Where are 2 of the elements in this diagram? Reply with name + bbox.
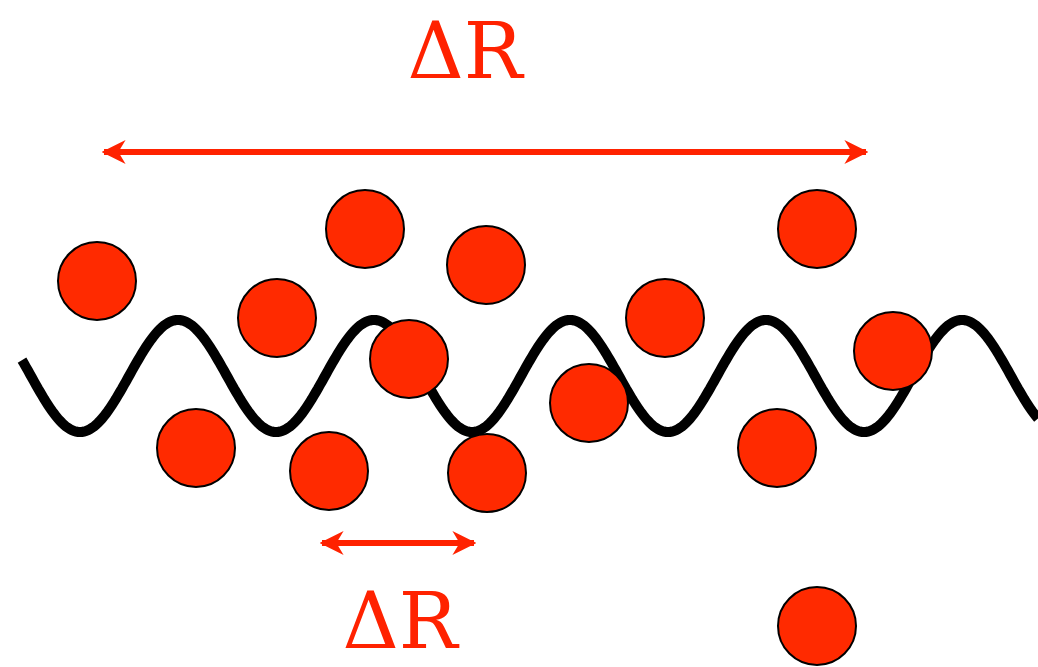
dimension-label: ΔR bbox=[342, 582, 458, 660]
dimension-label: ΔR bbox=[407, 12, 523, 90]
